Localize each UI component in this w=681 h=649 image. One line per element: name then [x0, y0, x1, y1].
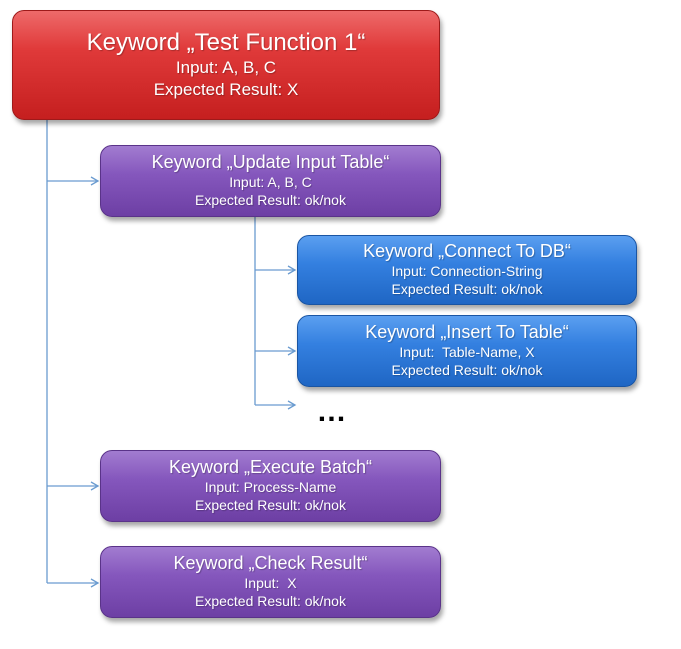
keyword-expected-result: Expected Result: ok/nok [195, 593, 346, 610]
keyword-title: Keyword „Execute Batch“ [168, 457, 373, 478]
keyword-node-update-input-table: Keyword „Update Input Table“ Input: A, B… [100, 145, 441, 217]
keyword-title: Keyword „Connect To DB“ [363, 241, 571, 262]
keyword-input: Input: A, B, C [175, 57, 277, 77]
keyword-node-execute-batch: Keyword „Execute Batch“ Input: Process-N… [100, 450, 441, 522]
keyword-node-test-function-1: Keyword „Test Function 1“ Input: A, B, C… [12, 10, 440, 120]
keyword-input: Input: Table-Name, X [399, 344, 535, 361]
keyword-input: Input: Process-Name [204, 479, 337, 496]
keyword-input: Input: A, B, C [229, 174, 312, 191]
keyword-expected-result: Expected Result: ok/nok [195, 497, 346, 514]
keyword-input: Input: X [244, 575, 297, 592]
keyword-node-connect-to-db: Keyword „Connect To DB“ Input: Connectio… [297, 235, 637, 305]
keyword-expected-result: Expected Result: ok/nok [391, 281, 543, 298]
keyword-title: Keyword „Update Input Table“ [151, 152, 390, 173]
keyword-node-check-result: Keyword „Check Result“ Input: X Expected… [100, 546, 441, 618]
keyword-expected-result: Expected Result: ok/nok [195, 192, 346, 209]
keyword-title: Keyword „Check Result“ [173, 553, 368, 574]
keyword-expected-result: Expected Result: X [153, 79, 299, 99]
keyword-expected-result: Expected Result: ok/nok [391, 362, 543, 379]
more-keywords-ellipsis: … [316, 395, 348, 428]
keyword-title: Keyword „Insert To Table“ [365, 322, 569, 343]
keyword-node-insert-to-table: Keyword „Insert To Table“ Input: Table-N… [297, 315, 637, 387]
keyword-title: Keyword „Test Function 1“ [86, 29, 366, 57]
keyword-input: Input: Connection-String [391, 263, 543, 280]
